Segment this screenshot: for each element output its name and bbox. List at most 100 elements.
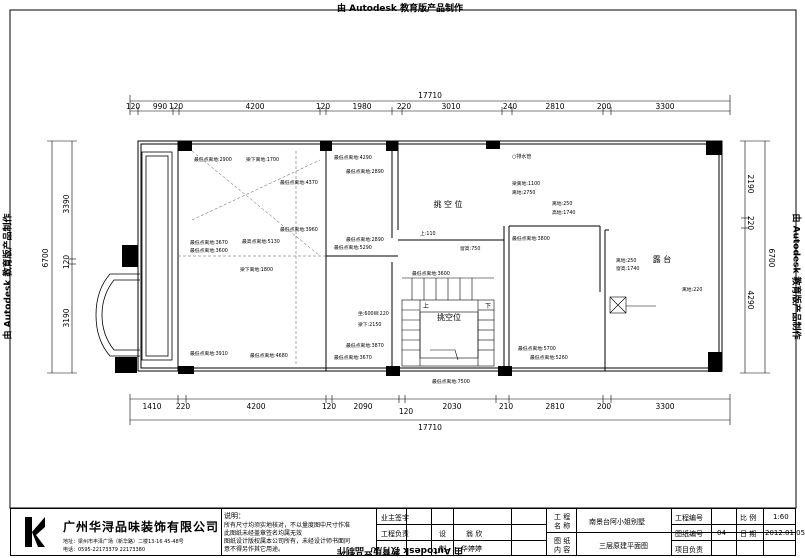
- top-dimension-lines: [129, 95, 731, 115]
- floor-plan: 17710 120 990 120 4200 120 1980 220 3010…: [9, 9, 797, 509]
- annotation: 梁下:2150: [358, 321, 381, 328]
- dim-top-seg: 120: [169, 102, 184, 111]
- annotation: 梁离地:1100: [512, 180, 540, 187]
- annotation: 离地:250: [616, 257, 636, 264]
- pm-label: 工程负责: [381, 530, 409, 538]
- dim-bottom-seg: 4200: [246, 402, 265, 411]
- annotation: 窗高:1740: [616, 265, 639, 272]
- annotation: 最低点离地:3800: [512, 235, 550, 242]
- annotation: 最低点离地:3870: [346, 342, 384, 349]
- dim-top-seg: 240: [503, 102, 518, 111]
- label-stair-up: 上: [423, 302, 429, 310]
- left-dimension-lines: [47, 140, 77, 374]
- project-label: 工 程: [554, 513, 571, 521]
- dim-bottom-seg: 3300: [655, 402, 674, 411]
- annotation: 离地:2750: [512, 189, 535, 196]
- annotation: 离地:250: [552, 200, 572, 207]
- dim-left-seg: 3190: [62, 308, 71, 327]
- label-void-upper: 挑 空 位: [433, 199, 462, 209]
- drafter-value: 华婷婷: [461, 545, 482, 553]
- dim-top-seg: 120: [126, 102, 141, 111]
- project-name: 南景台阿小姐别墅: [589, 518, 645, 526]
- dim-top-seg: 200: [597, 102, 612, 111]
- project-no-label: 工程编号: [675, 514, 703, 522]
- owner-sign-label: 业主签字: [381, 514, 409, 522]
- annotation: 最低点离地:4290: [334, 154, 372, 161]
- dim-top-seg: 220: [397, 102, 412, 111]
- beam-lines: [178, 150, 326, 366]
- annotation: 梁下离地:1700: [246, 156, 279, 163]
- dim-top-seg: 1980: [352, 102, 371, 111]
- dim-bottom-seg: 210: [499, 402, 514, 411]
- dim-right-total: 6700: [767, 248, 776, 267]
- company-address: 地址：梁州市丰泽广场（新华路）二楼13-16 45-48号: [63, 539, 184, 545]
- drawing-label-2: 内 容: [554, 546, 571, 554]
- note-line: 意不得另作其它用途。: [224, 546, 285, 553]
- annotation: 最低点离地:2900: [194, 156, 232, 163]
- date-value: 2012.01.05: [765, 529, 805, 537]
- bay-window: [95, 151, 173, 361]
- annotation: 最低点离地:3600: [412, 270, 450, 277]
- annotation: 最低点离地:4370: [280, 179, 318, 186]
- dim-bottom-total: 17710: [418, 423, 442, 432]
- annotation: 窗高:750: [460, 245, 480, 252]
- bottom-dimension-labels: 17710 1410 220 4200 120 2090 120 2030 21…: [142, 402, 674, 432]
- annotation: 最低点离地:3600: [190, 247, 228, 254]
- right-dimension-lines: [740, 140, 770, 374]
- annotation: 最低点离地:3910: [190, 350, 228, 357]
- height-annotations: 最低点离地:2900 梁下离地:1700 最低点离地:4370 最低点离地:42…: [190, 154, 702, 385]
- note-line: 此图纸未经盖章签名均属无效: [224, 530, 303, 537]
- title-block: 广州华浔品味装饰有限公司 地址：梁州市丰泽广场（新华路）二楼13-16 45-4…: [10, 508, 805, 556]
- annotation: 最高点离地:5130: [242, 238, 280, 245]
- dim-bottom-seg: 200: [597, 402, 612, 411]
- dim-right-seg: 2190: [746, 174, 755, 193]
- dim-left-seg: 3390: [62, 194, 71, 213]
- room-labels: 挑 空 位 挑空位 露 台 上 下 ○排水管: [423, 153, 671, 322]
- note-line: 所有尺寸均须实地核对，不以量度图中尺寸作准: [224, 522, 351, 529]
- right-dimension-labels: 6700 2190 220 4290: [746, 174, 776, 309]
- annotation: 最低点离地:4680: [250, 352, 288, 359]
- annotation: 最低点离地:7500: [432, 378, 470, 385]
- annotation: 坐:600W:220: [358, 310, 389, 317]
- dim-bottom-seg: 2030: [442, 402, 461, 411]
- annotation: 高地:1740: [552, 209, 575, 216]
- company-logo-icon: [25, 517, 45, 547]
- dim-bottom-seg: 2090: [353, 402, 372, 411]
- label-terrace: 露 台: [653, 254, 672, 264]
- annotation: 最低点离地:3960: [280, 226, 318, 233]
- dim-top-seg: 120: [316, 102, 331, 111]
- annotation: 最低点离地:5700: [518, 345, 556, 352]
- terrace-fixture: [609, 296, 656, 314]
- project-label-2: 名 称: [554, 522, 571, 530]
- stair: [401, 277, 495, 367]
- dim-bottom-seg: 1410: [142, 402, 161, 411]
- designer-label: 设: [439, 530, 446, 538]
- dim-right-seg: 4290: [746, 290, 755, 309]
- annotation: 最低点离地:5260: [530, 354, 568, 361]
- label-void-stair: 挑空位: [437, 312, 461, 322]
- dim-left-seg: 120: [62, 255, 71, 270]
- drafter-label: 制: [439, 545, 446, 553]
- dim-bottom-seg: 220: [176, 402, 191, 411]
- company-phone: 电话：0595-22173379 22173380: [63, 547, 146, 553]
- annotation: 上:110: [420, 230, 436, 237]
- drawing-content: 三层原建平面图: [599, 542, 648, 550]
- drawing-no-value: 04: [717, 529, 726, 537]
- watermark-top: 由 Autodesk 教育版产品制作: [336, 4, 463, 14]
- dim-top-seg: 3300: [655, 102, 674, 111]
- annotation: 最低点离地:3670: [334, 354, 372, 361]
- dim-left-total: 6700: [41, 248, 50, 267]
- scale-value: 1:60: [773, 513, 789, 521]
- dim-top-seg: 4200: [245, 102, 264, 111]
- label-drain: ○排水管: [512, 153, 531, 160]
- bottom-dimension-lines: [129, 394, 731, 425]
- dim-bottom-seg: 2810: [545, 402, 564, 411]
- annotation: 梁下离地:1800: [240, 266, 273, 273]
- annotation: 最低点离地:2890: [346, 236, 384, 243]
- dim-bottom-seg: 120: [399, 407, 414, 416]
- drawing-label: 图 纸: [554, 537, 571, 545]
- dim-top-seg: 3010: [441, 102, 460, 111]
- note-line: 图纸设计版权属本公司所有，未经设计师书面同: [224, 538, 351, 545]
- notes-title: 说明：: [224, 512, 245, 520]
- dim-top-total: 17710: [418, 91, 442, 100]
